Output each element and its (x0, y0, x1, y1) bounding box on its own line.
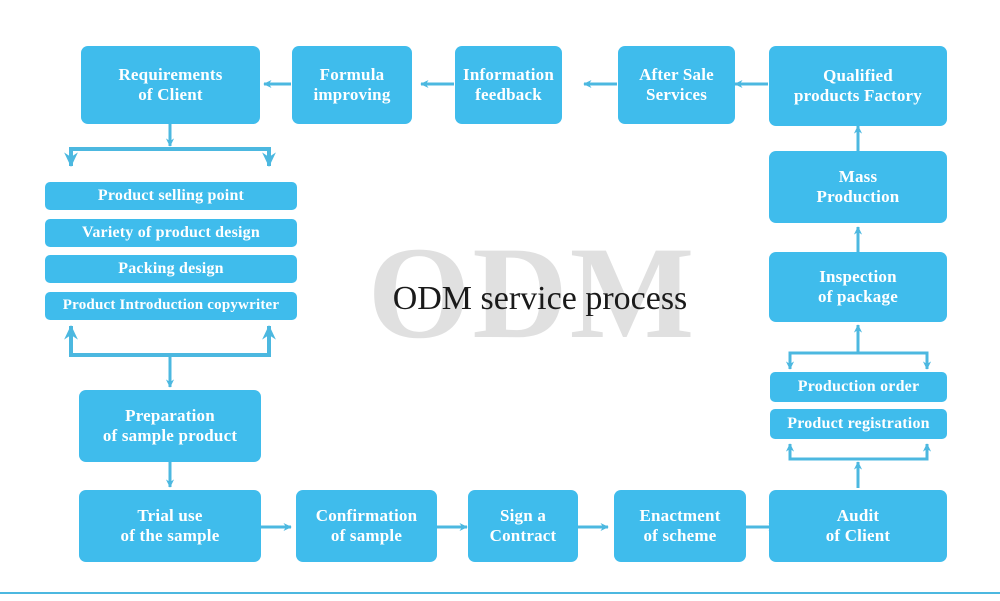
branch-reg-right-up (858, 443, 932, 461)
branch-order-left-down (785, 351, 858, 370)
node-preparation-of-sample-product[interactable]: Preparation of sample product (79, 390, 261, 462)
node-product-registration[interactable]: Product registration (770, 409, 947, 439)
node-trial-use-of-the-sample[interactable]: Trial use of the sample (79, 490, 261, 562)
node-after-sale-services[interactable]: After Sale Services (618, 46, 735, 124)
node-variety-of-product-design[interactable]: Variety of product design (45, 219, 297, 247)
node-audit-of-client[interactable]: Audit of Client (769, 490, 947, 562)
footer-rule (0, 592, 1000, 594)
branch-right-down (170, 147, 276, 167)
branch-left-up (64, 325, 170, 357)
node-packing-design[interactable]: Packing design (45, 255, 297, 283)
branch-order-right-down (858, 351, 932, 370)
node-qualified-products-factory[interactable]: Qualified products Factory (769, 46, 947, 126)
node-information-feedback[interactable]: Information feedback (455, 46, 562, 124)
node-enactment-of-scheme[interactable]: Enactment of scheme (614, 490, 746, 562)
node-product-introduction-copywriter[interactable]: Product Introduction copywriter (45, 292, 297, 320)
node-formula-improving[interactable]: Formula improving (292, 46, 412, 124)
node-inspection-of-package[interactable]: Inspection of package (769, 252, 947, 322)
branch-reg-left-up (785, 443, 858, 461)
branch-right-up (170, 325, 276, 357)
node-confirmation-of-sample[interactable]: Confirmation of sample (296, 490, 437, 562)
node-production-order[interactable]: Production order (770, 372, 947, 402)
branch-left-down (64, 147, 170, 167)
node-sign-a-contract[interactable]: Sign a Contract (468, 490, 578, 562)
node-requirements-of-client[interactable]: Requirements of Client (81, 46, 260, 124)
node-product-selling-point[interactable]: Product selling point (45, 182, 297, 210)
diagram-title: ODM service process (392, 280, 688, 317)
odm-watermark: ODM (367, 219, 697, 366)
node-mass-production[interactable]: Mass Production (769, 151, 947, 223)
